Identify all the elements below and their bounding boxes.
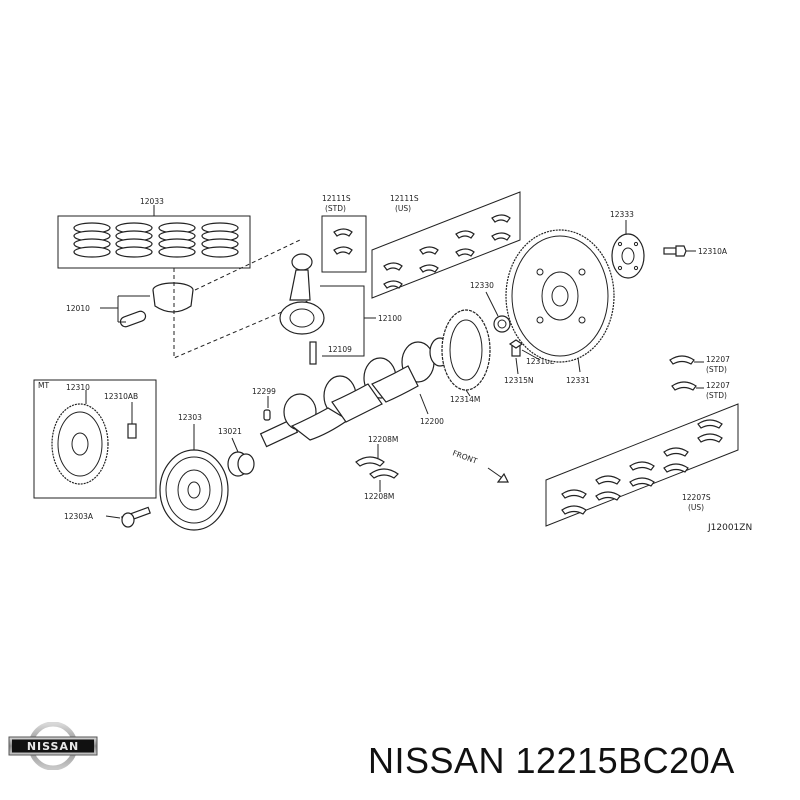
label-mt: MT	[38, 381, 49, 390]
main-bearing-group: 12207 (STD) 12207 (STD) 12207S (US)	[545, 355, 739, 527]
mt-flywheel-group: MT 12310 12310AB	[33, 379, 157, 499]
nissan-logo: NISSAN	[8, 722, 98, 770]
label-piston: 12010	[66, 304, 90, 313]
pulley-group: 12303 12303A	[64, 413, 229, 531]
key-group: 12299	[252, 387, 276, 421]
label-conrod-bearing-std: 12111S	[322, 194, 351, 203]
plate-12333-group: 12333	[610, 210, 645, 279]
conrod-bearing-std-group: 12111S (STD)	[321, 194, 367, 273]
front-label: FRONT	[451, 448, 479, 465]
bolt-12310a-group: 12310A	[663, 245, 728, 257]
label-conrod-bearing-std-tag: (STD)	[325, 204, 346, 213]
label-main-bearing-b-tag: (STD)	[706, 391, 727, 400]
label-pilot-bearing: 13021	[218, 427, 242, 436]
diagram-code: J12001ZN	[707, 523, 752, 533]
product-title: NISSAN 12215BC20A	[368, 740, 735, 781]
label-mt-flywheel: 12310	[66, 383, 90, 392]
label-main-bearing-us-tag: (US)	[688, 503, 704, 512]
label-main-bearing-a: 12207	[706, 355, 730, 364]
front-arrow-group: FRONT	[451, 448, 509, 483]
label-conrod-bolt: 12109	[328, 345, 352, 354]
crankshaft-group: 12200	[259, 337, 451, 448]
flexplate-12331-group: 12331	[505, 229, 615, 385]
label-crankshaft: 12200	[420, 417, 444, 426]
label-main-bearing-a-tag: (STD)	[706, 365, 727, 374]
conrod-bearing-us-group: 12111S (US)	[371, 191, 521, 299]
label-plate-12333: 12333	[610, 210, 634, 219]
label-flexplate: 12331	[566, 376, 590, 385]
label-main-bearing-us: 12207S	[682, 493, 711, 502]
label-bolt-12310e: 12310E	[526, 357, 555, 366]
pilot-bearing-group: 13021	[218, 427, 255, 477]
label-mt-flywheel-bolt: 12310AB	[104, 392, 138, 401]
thrust-washer-group: 12208M 12208M	[355, 435, 399, 501]
plate-12314m-group: 12314M	[441, 309, 491, 404]
label-thrust-lower: 12208M	[364, 492, 394, 501]
label-main-bearing-b: 12207	[706, 381, 730, 390]
label-key: 12299	[252, 387, 276, 396]
piston-rings-group: 12033	[57, 197, 251, 269]
svg-text:NISSAN: NISSAN	[27, 740, 79, 753]
label-plate-12314m: 12314M	[450, 395, 480, 404]
conrod-group: 12100 12109	[279, 253, 402, 365]
label-bolt-12315n: 12315N	[504, 376, 533, 385]
label-conrod: 12100	[378, 314, 402, 323]
label-bolt-12310a: 12310A	[698, 247, 728, 256]
label-bearing-12330: 12330	[470, 281, 494, 290]
label-thrust-upper: 12208M	[368, 435, 398, 444]
label-conrod-bearing-us: 12111S	[390, 194, 419, 203]
piston-group: 12010	[66, 239, 311, 359]
bearing-12330-group: 12330	[470, 281, 511, 333]
label-piston-rings: 12033	[140, 197, 164, 206]
bolt-12315n-group: 12315N 12310E	[504, 339, 555, 385]
label-pulley-bolt: 12303A	[64, 512, 94, 521]
label-pulley: 12303	[178, 413, 202, 422]
label-conrod-bearing-us-tag: (US)	[395, 204, 411, 213]
